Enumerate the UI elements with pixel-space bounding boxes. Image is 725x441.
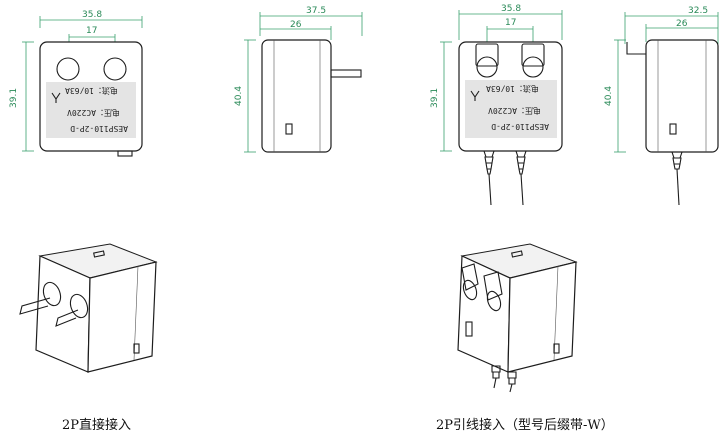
wire-hole-right (522, 56, 544, 78)
side-view-direct: 37.5 26 40.4 (234, 6, 363, 153)
label-voltage-lead: 电压：AC220V (488, 106, 541, 116)
dim-body-depth-lead: 26 (676, 19, 688, 29)
certification-mark-lead-icon (470, 90, 480, 101)
label-current-lead: 电流：10/63A (486, 84, 539, 94)
dim-height-lead: 39.1 (430, 88, 440, 108)
plug-pin-side (330, 69, 362, 78)
terminal-block-right (521, 43, 545, 67)
cable-gland-right (515, 150, 527, 206)
cable-gland-left (483, 150, 495, 206)
adapter-body-side-lead (645, 39, 719, 153)
dim-body-depth-direct: 26 (290, 20, 302, 30)
bottom-tab (117, 150, 133, 157)
iso-lead-slot (465, 321, 473, 337)
iso-lead-latch (553, 343, 560, 354)
dim-width-lead: 35.8 (501, 4, 521, 14)
caption-direct: 2P直接接入 (62, 418, 132, 433)
front-view-direct: 35.8 17 39.1 电流：10/63A 电压：AC220V AESP110… (9, 10, 143, 157)
side-latch-lead (669, 123, 677, 135)
pin-hole-left (56, 57, 80, 81)
isometric-view-direct (19, 243, 158, 373)
caption-lead: 2P引线接入（型号后缀带-W） (436, 418, 614, 433)
dim-height-direct: 39.1 (9, 88, 19, 108)
iso-terminal-right (483, 271, 503, 301)
label-plate-front-lead (465, 80, 557, 138)
cable-gland-side (671, 151, 683, 206)
dim-pin-spacing-lead: 17 (505, 18, 516, 28)
label-voltage-direct: 电压：AC220V (67, 108, 120, 118)
dim-height-side-lead: 40.4 (604, 86, 614, 106)
iso-pin-left (19, 297, 51, 315)
dim-width-direct: 35.8 (82, 10, 102, 20)
dim-pin-spacing-direct: 17 (86, 26, 97, 36)
pin-hole-right (103, 57, 127, 81)
isometric-view-lead (457, 243, 578, 393)
label-model-lead: AESP110-2P-D (491, 122, 549, 131)
iso-side-face (87, 261, 157, 373)
wire-hole-left (476, 56, 498, 78)
iso-latch (133, 343, 140, 354)
iso-pin-right (55, 309, 79, 327)
dim-depth-lead: 32.5 (688, 6, 708, 16)
label-model-direct: AESP110-2P-D (70, 124, 128, 133)
label-current-direct: 电流：10/63A (65, 86, 118, 96)
iso-lead-side-face (507, 261, 577, 373)
side-view-lead: 32.5 26 40.4 (604, 6, 719, 206)
iso-cable-glands (491, 365, 517, 393)
adapter-body-side (261, 39, 332, 153)
dim-height-side-direct: 40.4 (234, 86, 244, 106)
certification-mark-icon (51, 92, 61, 103)
front-view-lead: 35.8 17 39.1 电流：10/63A 电压：AC220V AESP110… (430, 4, 563, 206)
label-plate-front-direct (46, 82, 136, 138)
side-latch (285, 123, 293, 135)
terminal-block-left (475, 43, 499, 67)
terminal-tab-side (626, 42, 646, 55)
dim-depth-direct: 37.5 (306, 6, 326, 16)
